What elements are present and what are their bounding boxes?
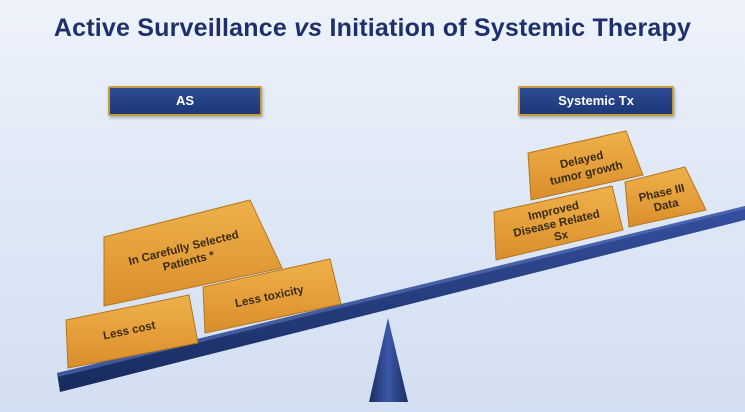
slide-title: Active Surveillance vs Initiation of Sys… (0, 14, 745, 43)
block-improved-sx (493, 185, 624, 261)
fulcrum (369, 318, 408, 402)
title-part-3: Initiation of Systemic Therapy (322, 14, 692, 42)
block-phase-iii (624, 166, 707, 228)
title-part-1: Active Surveillance (53, 14, 295, 42)
beam-highlight (57, 206, 745, 377)
as-header: AS (108, 86, 262, 116)
block-carefully-selected (103, 199, 283, 307)
balance-beam (57, 206, 745, 392)
improved-line-3: Sx (553, 229, 570, 244)
block-less-cost (65, 294, 199, 369)
title-vs: vs (294, 14, 323, 42)
systemic-tx-header: Systemic Tx (518, 86, 674, 116)
phase-line-2: Data (653, 197, 681, 214)
block-delayed-growth (527, 130, 644, 201)
block-less-toxicity (202, 258, 342, 334)
